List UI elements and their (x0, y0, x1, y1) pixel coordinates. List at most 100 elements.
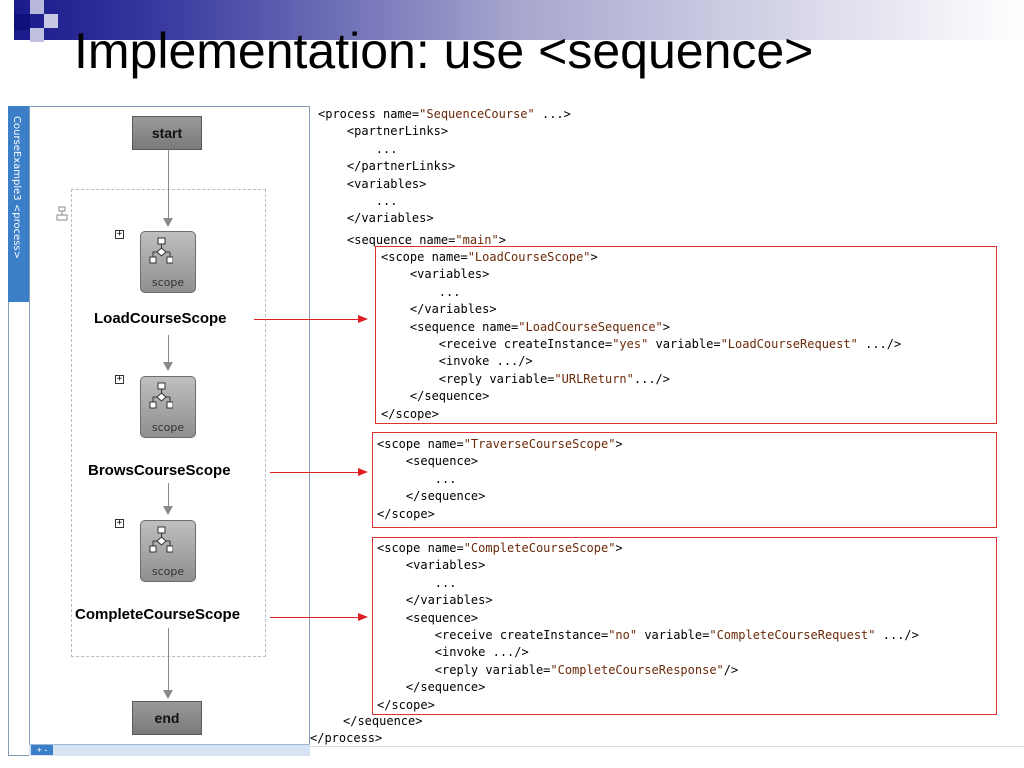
code-line: </sequence> (343, 713, 422, 730)
code-text: <receive createInstance= (381, 337, 613, 352)
code-text: <sequence> (377, 610, 479, 625)
code-line: </sequence> (377, 679, 919, 696)
end-node[interactable]: end (132, 701, 202, 735)
code-text: > (615, 541, 623, 555)
code-line: <variables> (377, 557, 919, 574)
code-text: </scope> (377, 697, 435, 712)
connector-arrow (163, 690, 173, 699)
code-line-sequence-open: <sequence name="main"> (347, 232, 506, 249)
code-text: ... (318, 194, 398, 209)
mapping-arrow-line (270, 617, 358, 618)
scope-activity[interactable]: scope (140, 520, 196, 582)
expand-icon[interactable]: + (115, 229, 124, 239)
code-text: <reply variable= (381, 371, 555, 386)
code-text: /> (723, 662, 739, 677)
scope-activity[interactable]: scope (140, 376, 196, 438)
mapping-arrow-line (270, 472, 358, 473)
code-text: > (590, 250, 598, 264)
code-line: <variables> (381, 266, 901, 283)
code-text: <invoke .../> (381, 354, 533, 369)
code-text: > (662, 319, 671, 334)
code-line: <partnerLinks> (318, 123, 571, 140)
connector-arrow (163, 218, 173, 227)
code-string-literal: "LoadCourseScope" (467, 250, 591, 264)
code-line: ... (377, 471, 623, 488)
connector-line (168, 150, 169, 218)
code-line: </variables> (381, 301, 901, 318)
code-string-literal: "no" (608, 628, 638, 643)
code-line: <scope name="LoadCourseScope"> (381, 249, 901, 266)
code-text: </sequence> (381, 389, 490, 404)
start-node[interactable]: start (132, 116, 202, 150)
code-line: </process> (310, 730, 382, 747)
scope-name-label: CompleteCourseScope (75, 606, 241, 623)
code-block-complete-scope: <scope name="CompleteCourseScope"> <vari… (377, 540, 919, 714)
decor-square-light (30, 0, 44, 14)
connector-arrow (163, 362, 173, 371)
code-text: ... (381, 284, 461, 299)
code-text: <scope name= (381, 250, 468, 264)
code-line: ... (318, 141, 571, 158)
code-text: <variables> (377, 558, 486, 573)
mapping-arrow-head (358, 468, 368, 476)
code-line: <variables> (318, 176, 571, 193)
code-line: <scope name="TraverseCourseScope"> (377, 436, 623, 453)
code-text: ...> (534, 107, 571, 121)
code-line-sequence-close: </sequence> (343, 713, 422, 730)
scope-activity[interactable]: scope (140, 231, 196, 293)
scope-box-label: scope (151, 565, 185, 578)
designer-canvas (29, 106, 311, 756)
designer-tab-label: CourseExample3 <process> (11, 116, 22, 260)
code-line-process-close: </process> (310, 730, 382, 747)
code-text: > (498, 233, 506, 247)
code-string-literal: "main" (455, 233, 499, 247)
expand-icon[interactable]: + (115, 374, 124, 384)
zoom-control[interactable]: + - (31, 745, 53, 755)
collapse-icon[interactable] (56, 206, 68, 222)
code-string-literal: "SequenceCourse" (419, 107, 535, 121)
code-line: </scope> (377, 506, 623, 523)
code-text: </sequence> (343, 714, 423, 728)
code-text: </partnerLinks> (318, 159, 456, 174)
code-block-header: <process name="SequenceCourse" ...> <par… (318, 106, 571, 228)
decor-square-dark (14, 14, 30, 30)
code-text: </sequence> (377, 489, 486, 504)
code-text: <reply variable= (377, 662, 551, 677)
code-text: ... (318, 141, 398, 156)
decor-square-white (0, 0, 14, 14)
code-text: <process name= (318, 107, 420, 121)
code-text: .../> (857, 337, 902, 352)
code-line: </sequence> (377, 488, 623, 505)
code-text: <sequence name= (347, 233, 456, 247)
header-gradient-bar (14, 0, 1024, 40)
connector-line (168, 628, 169, 692)
code-line: <receive createInstance="yes" variable="… (381, 336, 901, 353)
code-line: ... (377, 575, 919, 592)
code-string-literal: "LoadCourseSequence" (518, 319, 663, 334)
code-text: </scope> (381, 406, 439, 421)
designer-vertical-tab[interactable]: CourseExample3 <process> (8, 106, 29, 302)
code-text: variable= (648, 337, 721, 352)
code-text: <scope name= (377, 541, 464, 555)
code-line: </variables> (377, 592, 919, 609)
code-block-traverse-scope: <scope name="TraverseCourseScope"> <sequ… (377, 436, 623, 523)
code-line: </variables> (318, 210, 571, 227)
scope-tree-icon (149, 526, 173, 553)
expand-icon[interactable]: + (115, 518, 124, 528)
code-text: <invoke .../> (377, 645, 529, 660)
scope-highlight-box (372, 432, 997, 528)
code-string-literal: "CompleteCourseResponse" (550, 662, 724, 677)
scope-name-label: BrowsCourseScope (88, 462, 231, 479)
code-string-literal: "yes" (612, 337, 649, 352)
scope-box-label: scope (151, 276, 185, 289)
code-line: <sequence> (377, 453, 623, 470)
code-text: </scope> (377, 506, 435, 521)
scope-name-label: LoadCourseScope (94, 310, 227, 327)
code-text: variable= (637, 628, 710, 643)
scope-tree-icon (149, 382, 173, 409)
code-text: </variables> (377, 593, 493, 608)
code-text: <scope name= (377, 437, 464, 451)
code-line: </scope> (377, 697, 919, 714)
mapping-arrow-line (254, 319, 358, 320)
code-bottom-divider (310, 746, 1024, 747)
